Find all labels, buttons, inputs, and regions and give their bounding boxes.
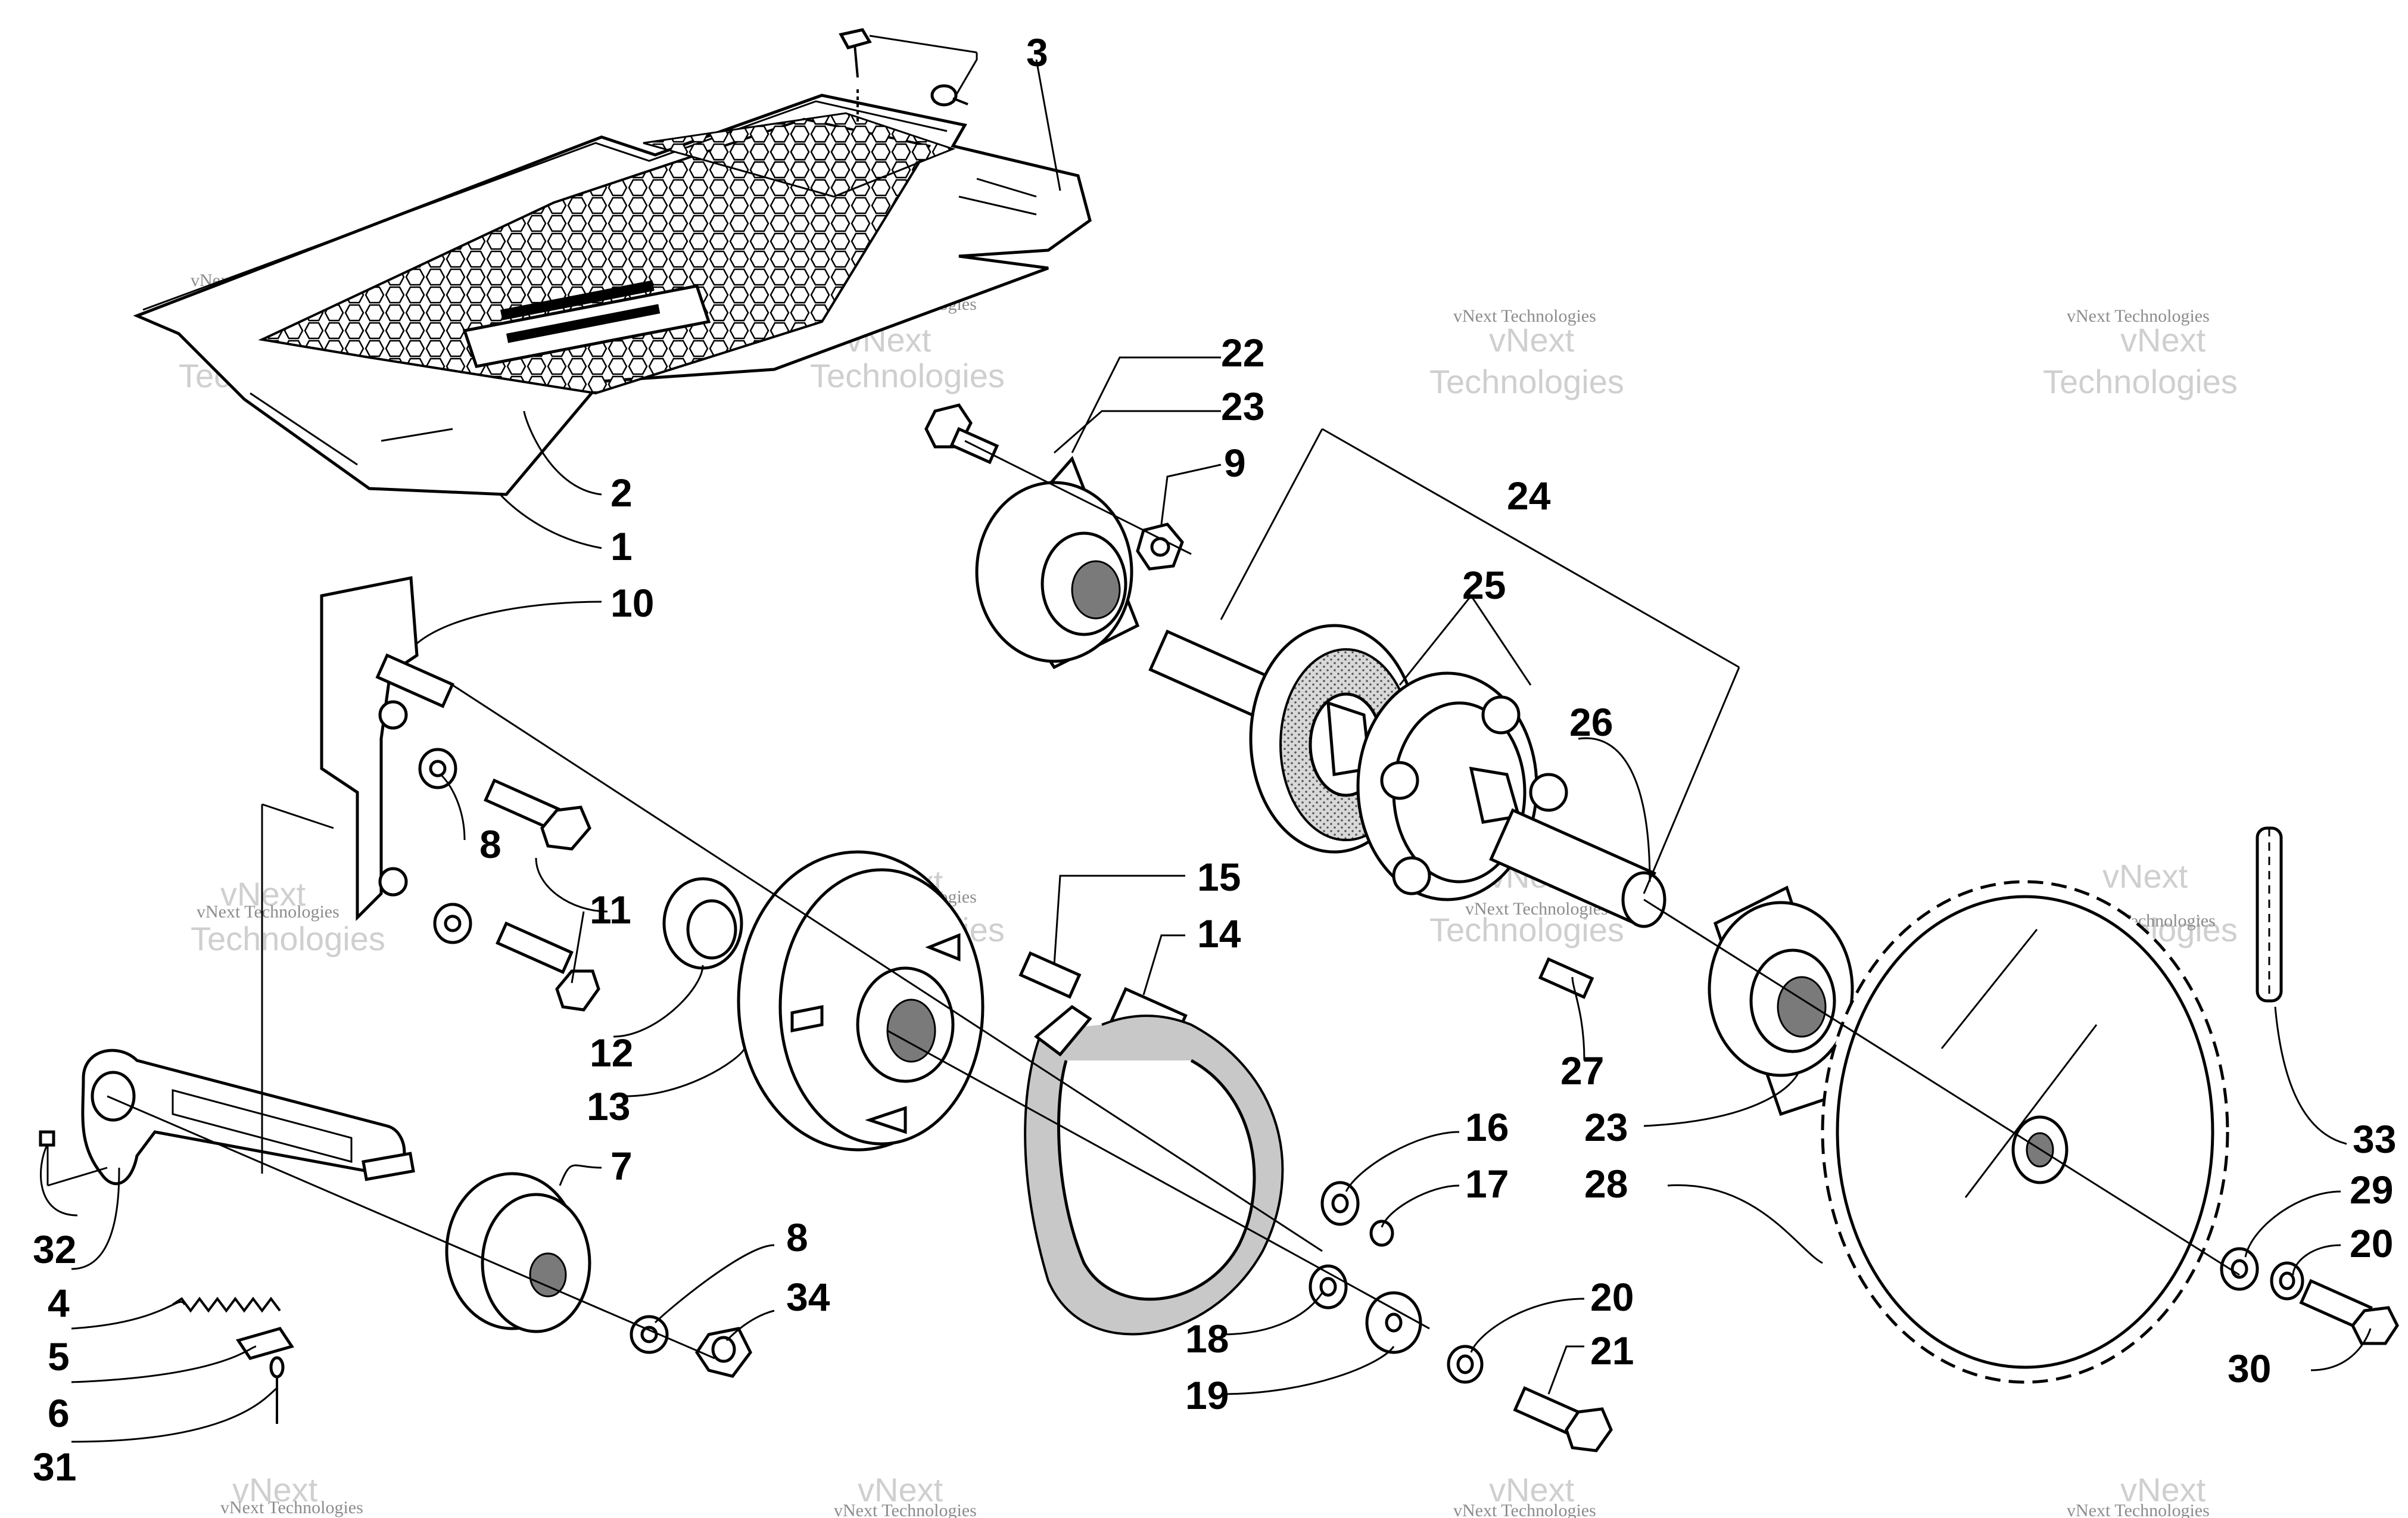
watermark-brand: vNext: [2120, 1471, 2206, 1508]
part-label-7: 7: [610, 1144, 633, 1188]
part-label-18: 18: [1185, 1317, 1229, 1361]
part-label-29: 29: [2350, 1168, 2393, 1212]
part-label-19: 19: [1185, 1373, 1229, 1417]
part-label-23-upper: 23: [1221, 384, 1264, 428]
part-label-17: 17: [1465, 1162, 1509, 1206]
bolt-part-21: [1513, 1386, 1613, 1452]
nut-part-34: [694, 1327, 752, 1378]
brake-drum-part-13: [737, 850, 985, 1152]
washer-part-8-upper: [418, 748, 472, 944]
flange-bearing-part-23-upper: [975, 456, 1140, 670]
part-label-14: 14: [1197, 912, 1241, 956]
tension-arm-part-4: [81, 1049, 415, 1186]
part-label-32: 32: [33, 1227, 76, 1271]
watermark-word: Technologies: [191, 920, 385, 957]
part-label-2: 2: [610, 471, 633, 515]
part-label-23-lower: 23: [1584, 1105, 1628, 1149]
part-label-4: 4: [48, 1281, 70, 1325]
part-label-20: 20: [1590, 1275, 1634, 1319]
part-label-34: 34: [786, 1275, 830, 1319]
watermark-brand: vNext: [858, 1471, 943, 1508]
idler-pulley-part-7: [445, 1172, 591, 1333]
washer-part-29: [2220, 1247, 2259, 1291]
washer-part-19: [1365, 1291, 1422, 1354]
part-label-33: 33: [2353, 1117, 2396, 1161]
part-label-16: 16: [1465, 1105, 1509, 1149]
nut-part-9: [1136, 522, 1184, 571]
watermark-line: vNext Technologies: [1453, 1501, 1596, 1518]
part-label-12: 12: [590, 1031, 633, 1075]
part-label-30: 30: [2228, 1346, 2271, 1391]
watermark-line: vNext Technologies: [1453, 306, 1596, 326]
part-label-28: 28: [1584, 1162, 1628, 1206]
watermark-word: Technologies: [1429, 363, 1624, 400]
watermark-line: vNext Technologies: [220, 1498, 363, 1517]
part-label-10: 10: [610, 581, 654, 625]
watermark-brand: vNext: [1489, 1471, 1575, 1508]
part-label-8-upper: 8: [479, 822, 501, 866]
part-label-9: 9: [1224, 441, 1246, 485]
bracket-part-10: [320, 576, 454, 922]
watermark-word: Technologies: [810, 357, 1005, 394]
part-label-1: 1: [610, 524, 633, 568]
clip-part-6: [236, 1327, 294, 1360]
part-label-27: 27: [1560, 1049, 1604, 1093]
pin-part-31: [269, 1356, 285, 1424]
part-label-13: 13: [587, 1084, 630, 1128]
watermark-brand: vNext: [2120, 321, 2206, 359]
spring-part-5: [172, 1296, 281, 1313]
watermark-line: vNext Technologies: [2067, 1501, 2210, 1518]
part-label-11: 11: [590, 888, 631, 932]
coupling-part-25: [1356, 671, 1568, 901]
part-label-6: 6: [48, 1391, 70, 1435]
assembly-lines: [46, 440, 2240, 1360]
bolt-part-30: [2299, 1279, 2399, 1345]
washer-part-16: [1320, 1181, 1360, 1226]
clip-part-17: [1369, 1220, 1394, 1247]
grease-fitting-part-32: [39, 1130, 55, 1147]
lockwasher-part-20-right: [2270, 1261, 2304, 1301]
sprocket-part-28: [1821, 880, 2229, 1384]
part-label-24: 24: [1507, 474, 1551, 518]
part-label-3: 3: [1026, 30, 1048, 74]
watermark-brand: vNext: [232, 1471, 318, 1508]
part-label-22: 22: [1221, 331, 1264, 375]
part-label-20-right: 20: [2350, 1221, 2393, 1265]
guard-plate: [133, 94, 1092, 496]
bolt-part-11: [484, 778, 600, 1012]
watermark-brand: vNext: [2102, 857, 2188, 895]
lockwasher-part-20: [1447, 1345, 1484, 1384]
watermark-line: vNext Technologies: [2067, 306, 2210, 326]
part-label-25: 25: [1462, 563, 1506, 607]
screw-part-3: [839, 28, 968, 125]
pin-part-15: [1018, 951, 1082, 999]
part-label-5: 5: [48, 1335, 70, 1379]
chain-part-33: [2256, 826, 2283, 1003]
watermark-word: Technologies: [1429, 911, 1624, 948]
part-label-26: 26: [1569, 700, 1613, 744]
watermark-brand: vNext: [220, 875, 306, 913]
brake-band: [1024, 1004, 1284, 1336]
part-label-31: 31: [33, 1445, 76, 1489]
part-labels: 3 2 1 10 8 11 12 13 7 8 34 15 14 16 17 1…: [33, 30, 2396, 1489]
seal-part-12: [662, 877, 743, 970]
part-label-21: 21: [1590, 1329, 1634, 1373]
key-part-27: [1538, 957, 1594, 999]
watermark-word: Technologies: [2043, 363, 2238, 400]
watermark-line: vNext Technologies: [197, 902, 339, 922]
part-label-8-lower: 8: [786, 1215, 808, 1259]
part-label-15: 15: [1197, 855, 1241, 899]
leader-lines: [40, 35, 2372, 1443]
watermark-line: vNext Technologies: [834, 1501, 977, 1518]
watermark-brand: vNext: [1489, 321, 1575, 359]
bolt-part-22: [924, 403, 999, 465]
